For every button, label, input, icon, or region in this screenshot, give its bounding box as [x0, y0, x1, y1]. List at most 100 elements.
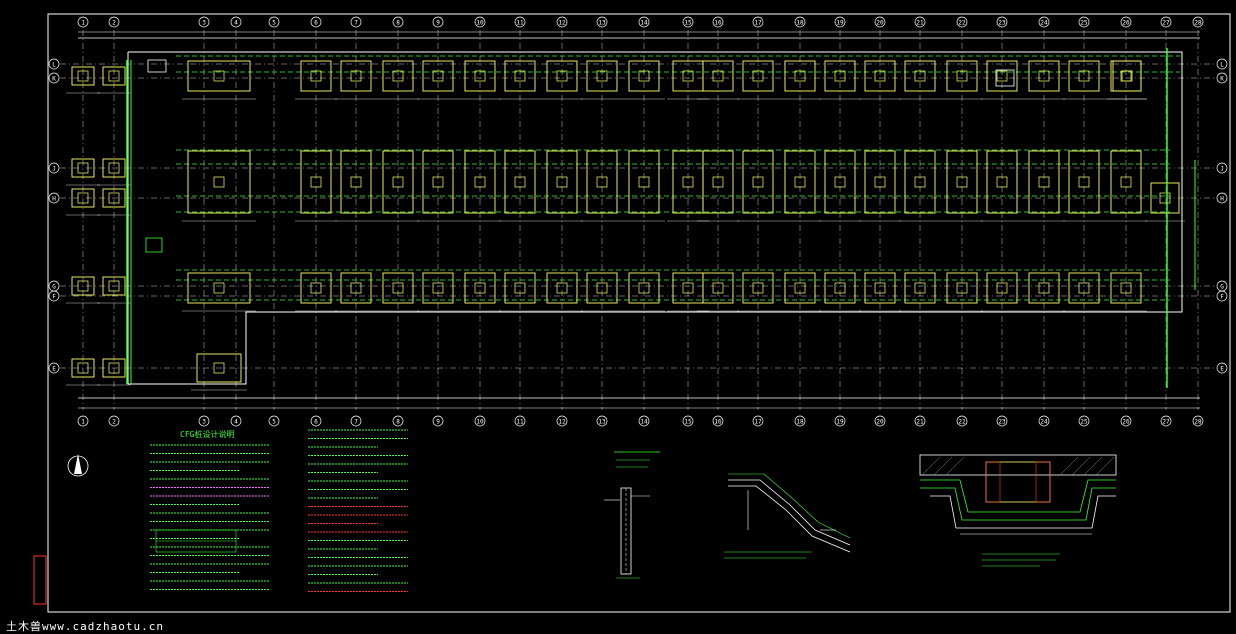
axis-label: 10: [476, 419, 484, 426]
axis-label: 9: [436, 20, 440, 27]
pile-cap: [1105, 272, 1147, 312]
pile-cap: [417, 60, 459, 100]
pile-cap: [581, 272, 623, 312]
axis-bubble: [712, 415, 724, 427]
axis-bubble: [108, 16, 120, 28]
axis-label: L: [1220, 62, 1224, 69]
pile-cap: [981, 60, 1023, 100]
pile-cap: [1105, 150, 1147, 222]
axis-label: H: [1220, 196, 1224, 203]
pile-cap: [459, 60, 501, 100]
pile-cap: [697, 272, 739, 312]
pile-cap: [499, 60, 541, 100]
axis-label: 18: [796, 419, 804, 426]
axis-bubble: [230, 16, 242, 28]
axis-label: 5: [272, 20, 276, 27]
axis-label: 4: [234, 419, 238, 426]
axis-label: 26: [1122, 20, 1130, 27]
axis-label: F: [52, 294, 56, 301]
axis-grid: [60, 30, 1215, 410]
axis-bubble: [1216, 58, 1228, 70]
axis-label: 26: [1122, 419, 1130, 426]
axis-label: J: [52, 166, 56, 173]
pile-cap: [459, 272, 501, 312]
pile-cap: [623, 272, 665, 312]
axis-bubble: [310, 16, 322, 28]
building-outline: [127, 51, 1183, 385]
pile-cap: [1145, 182, 1185, 222]
pile-cap: [581, 60, 623, 100]
axis-bubble: [1192, 415, 1204, 427]
axis-label: 13: [598, 419, 606, 426]
axis-bubble: [1078, 415, 1090, 427]
axis-bubble: [956, 415, 968, 427]
pile-detail: [604, 487, 650, 579]
axis-label: 28: [1194, 419, 1202, 426]
axis-label: 7: [354, 20, 358, 27]
pile-cap: [499, 150, 541, 222]
axis-bubble: [874, 16, 886, 28]
pile-cap: [737, 60, 779, 100]
pile-cap: [335, 150, 377, 222]
axis-bubble: [514, 16, 526, 28]
pile-cap: [859, 272, 901, 312]
label-box-3: [995, 69, 1015, 87]
axis-label: 24: [1040, 419, 1048, 426]
axis-bubble: [310, 415, 322, 427]
axis-bubble: [48, 192, 60, 204]
axis-label: G: [52, 284, 56, 291]
axis-bubble: [350, 415, 362, 427]
axis-bubble: [1160, 16, 1172, 28]
axis-bubble: [48, 362, 60, 374]
axis-bubble: [712, 16, 724, 28]
axis-label: 14: [640, 419, 648, 426]
pile-cap: [182, 60, 256, 100]
axis-bubble: [794, 415, 806, 427]
pile-cap: [66, 188, 100, 216]
axis-bubble: [914, 16, 926, 28]
pile-cap: [459, 150, 501, 222]
axis-label: 23: [998, 419, 1006, 426]
pile-cap: [541, 60, 583, 100]
pile-cap: [66, 158, 100, 186]
axis-label: 19: [836, 419, 844, 426]
axis-bubble: [392, 16, 404, 28]
axis-bubble: [198, 415, 210, 427]
pile-cap: [377, 272, 419, 312]
axis-bubble: [432, 16, 444, 28]
pile-cap: [779, 272, 821, 312]
axis-label: 25: [1080, 419, 1088, 426]
pile-cap: [859, 60, 901, 100]
label-box-1: [147, 59, 167, 73]
pile-cap: [899, 150, 941, 222]
pile-cap: [697, 150, 739, 222]
axis-label: 28: [1194, 20, 1202, 27]
pile-cap: [417, 150, 459, 222]
axis-bubble: [48, 290, 60, 302]
axis-label: 11: [516, 419, 524, 426]
axis-bubble: [556, 415, 568, 427]
axis-label: 9: [436, 419, 440, 426]
axis-label: 13: [598, 20, 606, 27]
axis-label: G: [1220, 284, 1224, 291]
pile-cap: [981, 272, 1023, 312]
axis-bubble: [1192, 16, 1204, 28]
axis-label: 27: [1162, 419, 1170, 426]
pile-cap: [417, 272, 459, 312]
axis-bubble: [474, 16, 486, 28]
design-notes-middle: [308, 429, 408, 592]
pile-cap: [981, 150, 1023, 222]
axis-label: 2: [112, 419, 116, 426]
pile-cap: [377, 60, 419, 100]
axis-label: 14: [640, 20, 648, 27]
axis-bubble: [198, 16, 210, 28]
notes-title: CFG桩设计说明: [180, 429, 234, 439]
pile-cap: [1023, 272, 1065, 312]
pile-cap: [66, 358, 100, 386]
pile-cap: [941, 272, 983, 312]
axis-bubble: [638, 16, 650, 28]
pile-cap: [899, 60, 941, 100]
axis-label: 6: [314, 20, 318, 27]
axis-bubble: [682, 415, 694, 427]
